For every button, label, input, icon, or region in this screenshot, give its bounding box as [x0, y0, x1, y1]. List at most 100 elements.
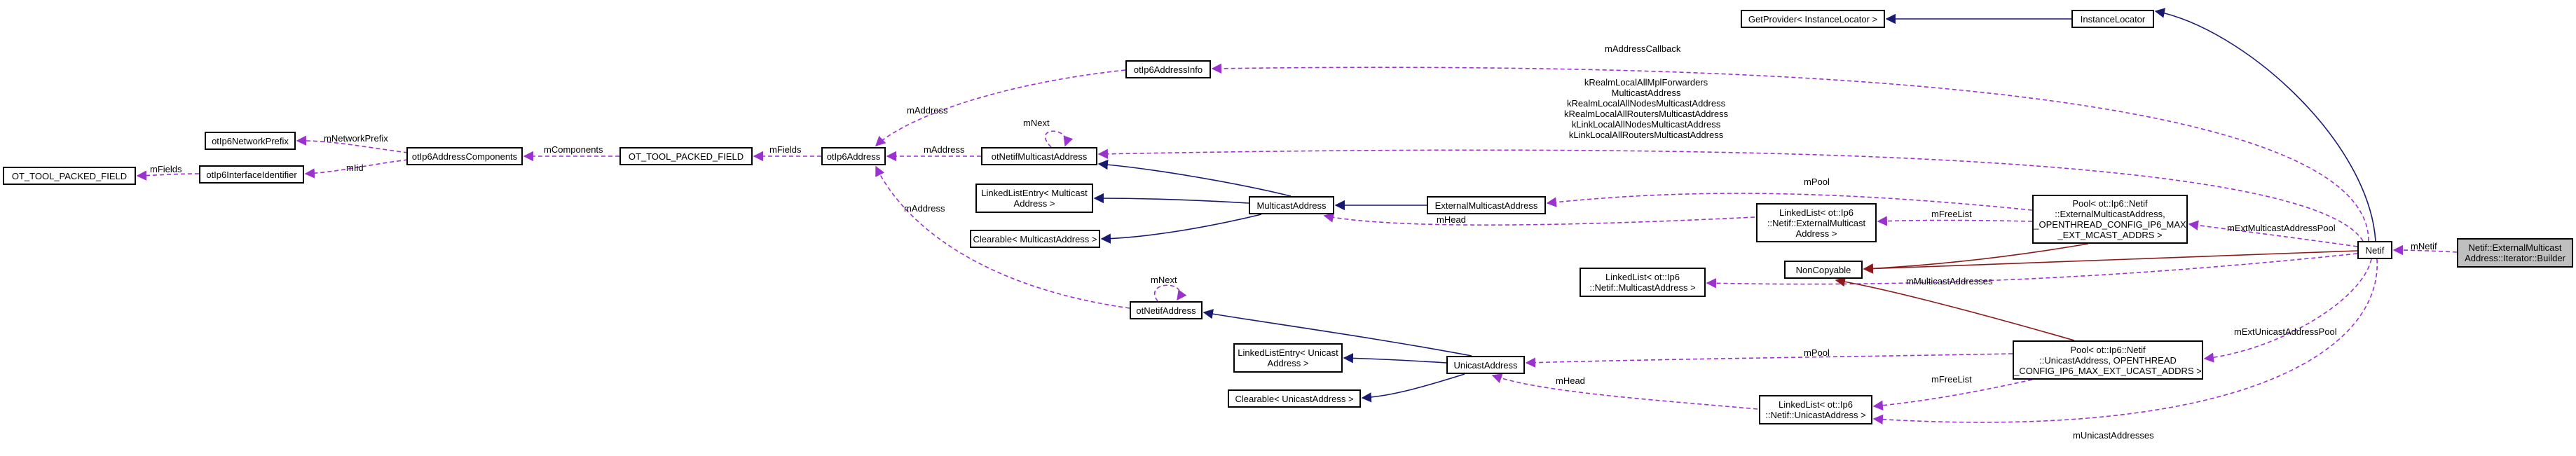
edge-label-line: mComponents — [544, 144, 603, 155]
node-label-line: LinkedList< ot::Ip6 — [1779, 207, 1854, 218]
edge-private-netif-noncopyable — [1863, 250, 2358, 274]
node-label-line: _EXT_MCAST_ADDRS > — [2057, 230, 2163, 240]
node-unicast-address[interactable]: UnicastAddress — [1446, 356, 1525, 374]
edge-label-mnetif: mNetif — [2411, 241, 2437, 251]
edge-inherit-ucast-linkedlistentry — [1343, 353, 1447, 364]
edge-label-line: mNext — [1151, 275, 1177, 285]
node-otnetif-multicast-address[interactable]: otNetifMulticastAddress — [981, 147, 1097, 165]
edge-label-line: mAddress — [924, 144, 965, 155]
edge-label-line: mAddressCallback — [1605, 43, 1681, 54]
edge-label-line: mAddress — [904, 203, 945, 214]
edge-label-line: mHead — [1556, 375, 1585, 386]
edge-label-line: mFields — [769, 144, 802, 155]
node-linked-list-external-multicast[interactable]: LinkedList< ot::Ip6::Netif::ExternalMult… — [1756, 203, 1877, 242]
edge-label-mnetwork-prefix: mNetworkPrefix — [324, 133, 388, 144]
edge-label-mfields-mid: mFields — [769, 144, 802, 155]
node-label-line: otNetifMulticastAddress — [991, 151, 1088, 162]
edge-label-line: mPool — [1804, 347, 1830, 358]
node-clearable-multicast[interactable]: Clearable< MulticastAddress > — [970, 230, 1100, 248]
node-label-line: UnicastAddress — [1453, 359, 1518, 371]
node-ot-tool-packed-field-mid[interactable]: OT_TOOL_PACKED_FIELD — [619, 147, 753, 165]
edge-label-line: mAddress — [907, 105, 948, 116]
node-label-line: otIp6InterfaceIdentifier — [206, 169, 297, 180]
edge-label-mpool-mcast: mPool — [1804, 177, 1830, 187]
node-otip6-network-prefix[interactable]: otIp6NetworkPrefix — [205, 132, 296, 150]
edge-label-maddress-mcast: mAddress — [924, 144, 965, 155]
edge-label-mmulticast-addresses: mMulticastAddresses — [1906, 276, 1993, 286]
node-get-provider[interactable]: GetProvider< InstanceLocator > — [1741, 10, 1885, 28]
node-linked-list-unicast[interactable]: LinkedList< ot::Ip6::Netif::UnicastAddre… — [1759, 395, 1872, 424]
edge-label-line: mHead — [1437, 214, 1466, 225]
edge-mhead-ucast — [1491, 373, 1758, 410]
edge-label-line: mIid — [346, 163, 364, 173]
edge-label-maddress-netif: mAddress — [904, 203, 945, 214]
node-instance-locator[interactable]: InstanceLocator — [2071, 10, 2154, 28]
node-label-line: Address::Iterator::Builder — [2465, 253, 2565, 263]
node-label-line: _CONFIG_IP6_MAX_EXT_UCAST_ADDRS > — [2014, 365, 2202, 376]
node-label-line: otIp6NetworkPrefix — [212, 135, 289, 146]
edge-inherit-mcast-linkedlistentry — [1093, 193, 1249, 204]
node-label-line: ::ExternalMulticastAddress, — [2055, 209, 2165, 219]
node-label-line: Clearable< MulticastAddress > — [973, 233, 1097, 244]
edge-inherit-mcast-otnetif — [1097, 159, 1292, 197]
node-label-line: Address > — [1013, 198, 1055, 209]
edge-label-municast-addresses: mUnicastAddresses — [2073, 430, 2154, 441]
node-non-copyable[interactable]: NonCopyable — [1784, 261, 1863, 279]
edge-label-line: mPool — [1804, 177, 1830, 187]
node-pool-unicast[interactable]: Pool< ot::Ip6::Netif::UnicastAddress, OP… — [2013, 340, 2203, 380]
edge-label-line: kRealmLocalAllMplForwarders — [1584, 77, 1708, 88]
edge-label-line: mNetworkPrefix — [324, 133, 388, 144]
node-label-line: LinkedList< ot::Ip6 — [1779, 399, 1853, 410]
edge-label-line: MulticastAddress — [1611, 88, 1681, 98]
edge-mnext-netif — [1154, 284, 1187, 302]
node-external-multicast-address[interactable]: ExternalMulticastAddress — [1427, 196, 1546, 214]
edge-private-poolucast-noncopyable — [1835, 277, 2075, 341]
node-clearable-unicast[interactable]: Clearable< UnicastAddress > — [1228, 389, 1361, 408]
node-ot-tool-packed-field-left[interactable]: OT_TOOL_PACKED_FIELD — [3, 167, 136, 185]
edge-label-mfreelist-mcast: mFreeList — [1931, 209, 1972, 219]
node-label-line: GetProvider< InstanceLocator > — [1748, 13, 1878, 25]
node-linked-list-multicast[interactable]: LinkedList< ot::Ip6::Netif::MulticastAdd… — [1580, 268, 1706, 297]
node-label-line: OT_TOOL_PACKED_FIELD — [628, 151, 744, 162]
edge-label-mfields-left: mFields — [150, 164, 182, 174]
edge-mext-ucast-pool — [2203, 258, 2372, 363]
node-otip6-address-components[interactable]: otIp6AddressComponents — [406, 147, 523, 165]
node-otnetif-address[interactable]: otNetifAddress — [1130, 301, 1203, 319]
node-netif[interactable]: Netif — [2357, 241, 2392, 259]
node-label-line: Netif::ExternalMulticast — [2468, 242, 2562, 253]
node-otip6-address[interactable]: otIp6Address — [821, 147, 886, 165]
node-pool-external-multicast[interactable]: Pool< ot::Ip6::Netif::ExternalMulticastA… — [2032, 195, 2188, 244]
node-multicast-address[interactable]: MulticastAddress — [1249, 196, 1334, 214]
edge-label-line: kLinkLocalAllRoutersMulticastAddress — [1568, 130, 1724, 140]
edge-label-mnext-netif: mNext — [1151, 275, 1177, 285]
edge-private-poolext-noncopyable — [1863, 243, 2089, 274]
edge-label-mcomponents: mComponents — [544, 144, 603, 155]
node-otip6-address-info[interactable]: otIp6AddressInfo — [1125, 60, 1211, 78]
edge-label-line: mMulticastAddresses — [1906, 276, 1993, 286]
edge-label-mext-multicast-address-pool: mExtMulticastAddressPool — [2227, 223, 2336, 233]
edge-inherit-netif-instancelocator — [2154, 8, 2376, 242]
node-label-line: Pool< ot::Ip6::Netif — [2070, 344, 2146, 355]
node-label-line: ExternalMulticastAddress — [1434, 200, 1538, 211]
node-label-line: otNetifAddress — [1136, 305, 1196, 316]
edge-inherit-ucast-clearable — [1361, 373, 1465, 403]
node-label-line: OT_TOOL_PACKED_FIELD — [11, 170, 128, 181]
node-otip6-interface-identifier[interactable]: otIp6InterfaceIdentifier — [199, 165, 304, 184]
edge-label-line: mExtMulticastAddressPool — [2227, 223, 2336, 233]
node-label-line: MulticastAddress — [1256, 200, 1327, 211]
edge-mfreelist-mcast — [1877, 216, 2033, 226]
edge-label-mhead-ucast: mHead — [1556, 375, 1585, 386]
node-label-line: InstanceLocator — [2080, 13, 2146, 25]
edge-mnext-mcast — [1044, 130, 1074, 148]
edge-label-line: mFreeList — [1931, 374, 1972, 385]
edge-label-miid: mIid — [346, 163, 364, 173]
node-label-line: otIp6Address — [826, 151, 881, 162]
edge-label-line: mFields — [150, 164, 182, 174]
node-label-line: LinkedListEntry< Unicast — [1238, 347, 1338, 358]
